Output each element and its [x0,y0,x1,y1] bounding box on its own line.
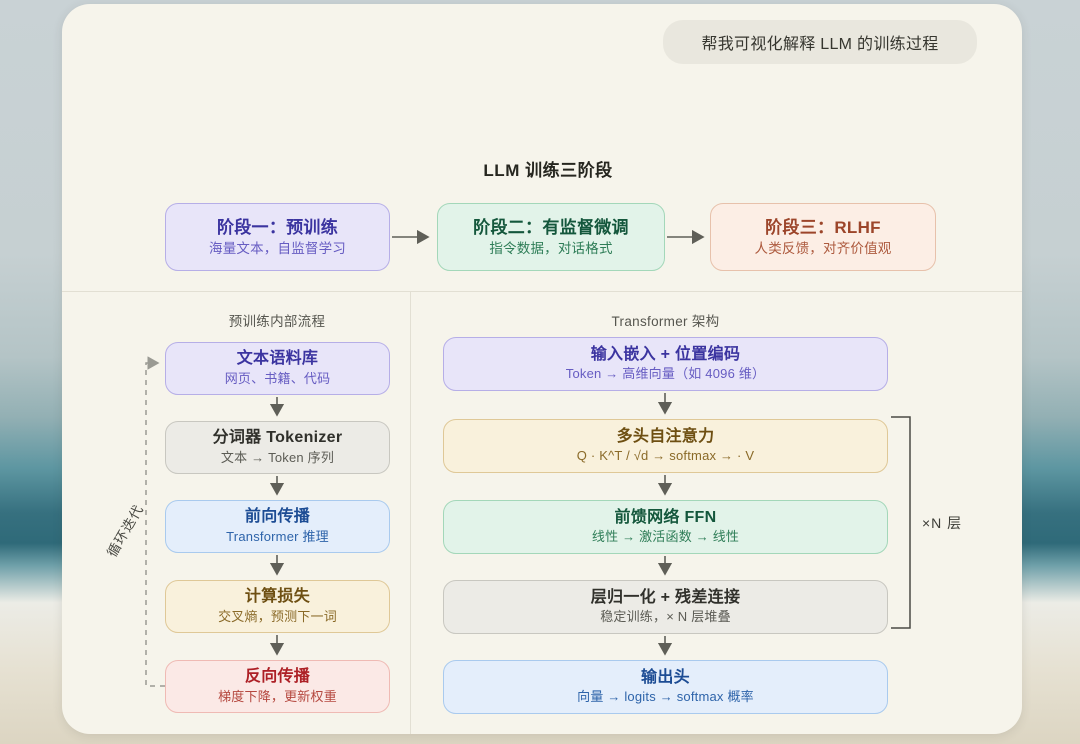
user-message-bubble: 帮我可视化解释 LLM 的训练过程 [663,20,977,64]
horizontal-divider [62,291,1022,292]
left-column-header: 预训练内部流程 [228,314,326,329]
node-subtitle: 线性 → 激活函数 → 线性 [591,529,740,545]
node-title: 文本语料库 [236,350,319,368]
vertical-divider [410,291,411,734]
stage-subtitle: 人类反馈，对齐价值观 [754,240,892,256]
node-title: 层归一化 + 残差连接 [590,588,741,606]
stage-title: 阶段一：预训练 [216,217,339,237]
node-subtitle: 梯度下降，更新权重 [218,688,337,704]
node-title: 前向传播 [244,508,311,526]
node-title: 前馈网络 FFN [614,508,717,526]
right-column-header: Transformer 架构 [611,314,720,329]
stage-subtitle: 海量文本，自监督学习 [209,240,346,256]
node-backpropagation: 反向传播 梯度下降，更新权重 [165,660,390,713]
node-title: 输入嵌入 + 位置编码 [590,345,741,363]
stage-subtitle: 指令数据，对话格式 [489,240,613,256]
node-subtitle: Transformer 推理 [226,528,329,544]
stage-pretraining-node: 阶段一：预训练 海量文本，自监督学习 [165,203,390,271]
node-compute-loss: 计算损失 交叉熵，预测下一词 [165,580,390,633]
node-subtitle: Token → 高维向量（如 4096 维） [565,366,766,382]
node-layernorm-residual: 层归一化 + 残差连接 稳定训练，× N 层堆叠 [443,580,888,634]
node-title: 输出头 [641,668,690,686]
node-multihead-attention: 多头自注意力 Q · K^T / √d → softmax → · V [443,419,888,473]
node-subtitle: 文本 → Token 序列 [220,449,335,465]
diagram-title: LLM 训练三阶段 [483,161,613,180]
node-subtitle: 向量 → logits → softmax 概率 [577,689,754,705]
node-input-embedding: 输入嵌入 + 位置编码 Token → 高维向量（如 4096 维） [443,337,888,391]
n-layers-label: ×N 层 [922,515,963,531]
node-tokenizer: 分词器 Tokenizer 文本 → Token 序列 [165,421,390,474]
stage-title: 阶段二：有监督微调 [473,217,629,237]
node-subtitle: 交叉熵，预测下一词 [218,608,337,624]
node-title: 多头自注意力 [616,427,715,445]
user-message-text: 帮我可视化解释 LLM 的训练过程 [701,36,939,53]
stage-rlhf-node: 阶段三：RLHF 人类反馈，对齐价值观 [710,203,936,271]
node-subtitle: 网页、书籍、代码 [224,370,331,386]
node-title: 分词器 Tokenizer [212,429,343,447]
node-title: 反向传播 [244,668,311,686]
node-text-corpus: 文本语料库 网页、书籍、代码 [165,342,390,395]
node-ffn: 前馈网络 FFN 线性 → 激活函数 → 线性 [443,500,888,554]
stage-sft-node: 阶段二：有监督微调 指令数据，对话格式 [437,203,665,271]
node-title: 计算损失 [244,588,311,606]
node-subtitle: 稳定训练，× N 层堆叠 [600,609,731,625]
stage-title: 阶段三：RLHF [765,217,881,237]
node-subtitle: Q · K^T / √d → softmax → · V [576,448,755,464]
node-forward-pass: 前向传播 Transformer 推理 [165,500,390,553]
node-output-head: 输出头 向量 → logits → softmax 概率 [443,660,888,714]
